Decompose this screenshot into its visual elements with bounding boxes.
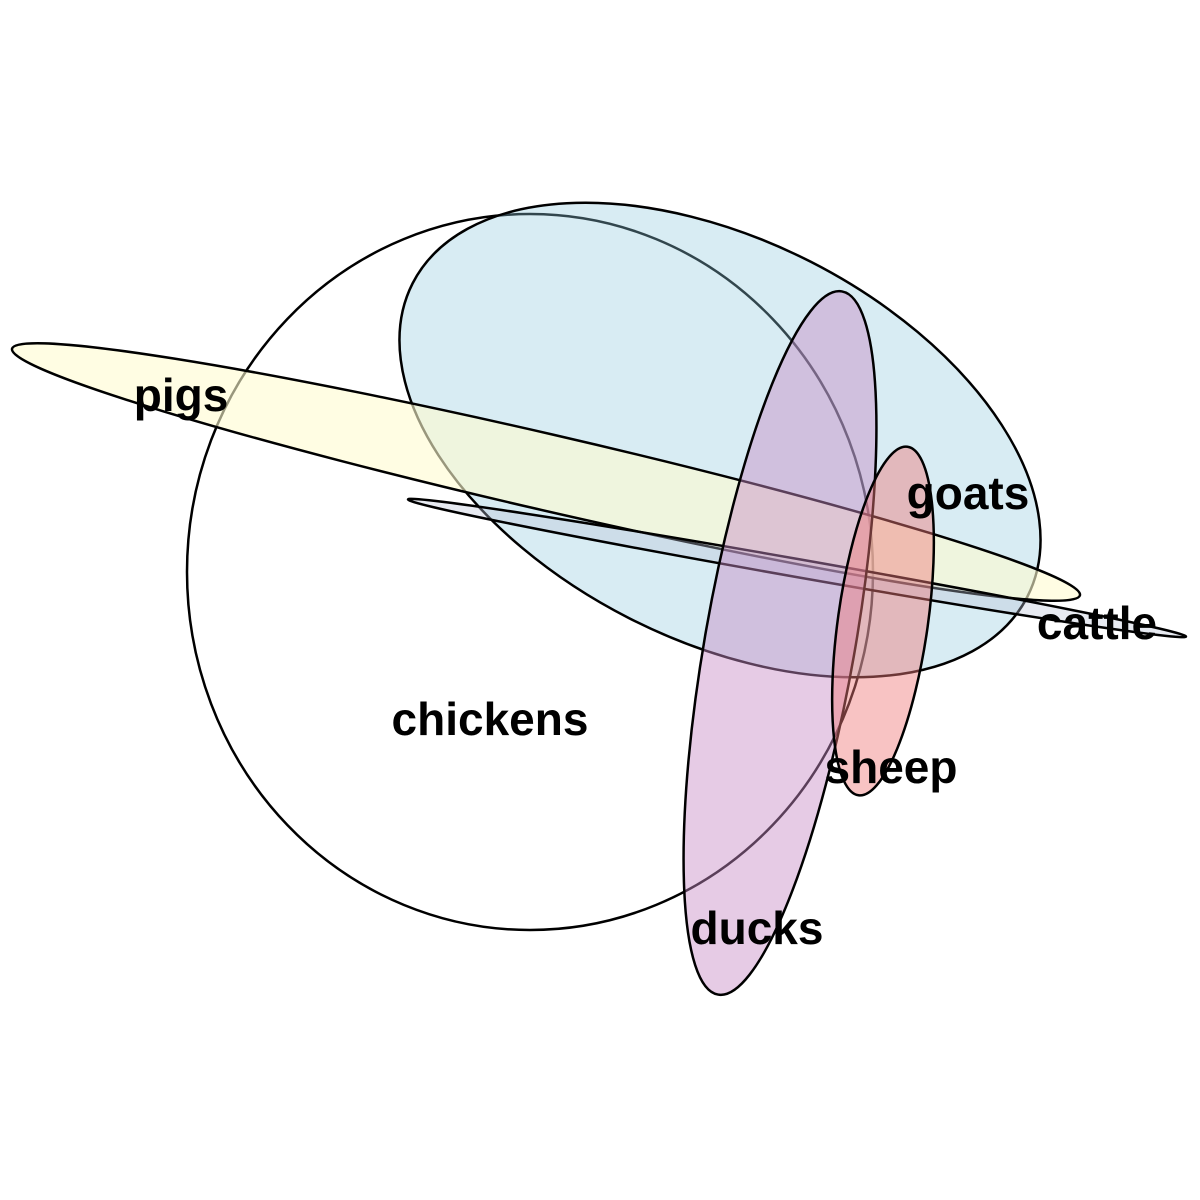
set-sheep-shape: [830, 445, 936, 797]
set-cattle-label: cattle: [1037, 597, 1157, 649]
set-pigs-shape: [10, 342, 1082, 602]
set-pigs-label: pigs: [134, 369, 229, 421]
set-chickens-label: chickens: [392, 693, 589, 745]
set-ducks-label: ducks: [691, 902, 824, 954]
set-sheep-label: sheep: [825, 741, 958, 793]
set-goats-label: goats: [907, 467, 1030, 519]
set-cattle-shape: [406, 497, 1188, 639]
set-ducks-shape: [682, 289, 878, 997]
